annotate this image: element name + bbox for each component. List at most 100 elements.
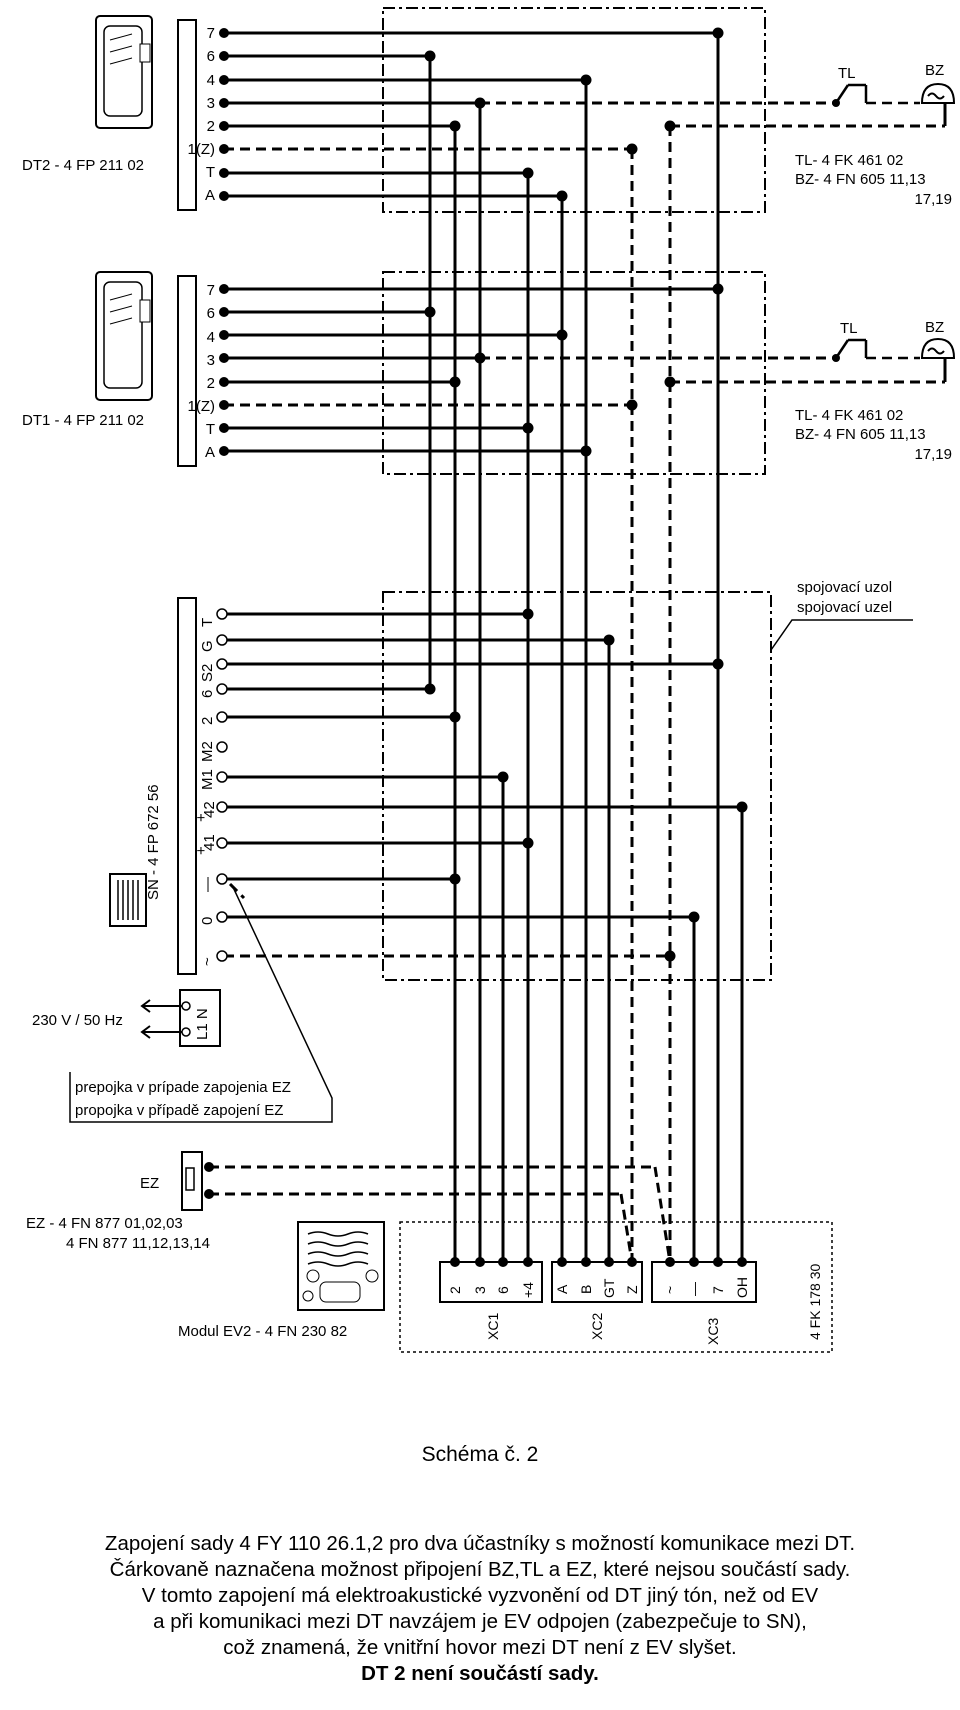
power-label: 230 V / 50 Hz <box>32 1012 123 1029</box>
xc-pin-labels: 2 3 6 +4 A B GT Z ~ — 7 OH <box>447 1277 750 1298</box>
dt1-connection-box <box>382 271 766 475</box>
power-arrows <box>140 999 186 1039</box>
xc3-label: XC3 <box>705 1318 721 1345</box>
vertical-bus-wires <box>428 33 744 1262</box>
wiring-diagram: DT2 - 4 FP 211 02 7 6 4 3 2 1(Z) T A <box>22 7 956 1353</box>
dt1-pin-t: T <box>206 421 215 438</box>
jumper-label-sk: prepojka v prípade zapojenia EZ <box>75 1079 291 1096</box>
sn-dashed-wires <box>224 882 670 958</box>
xc2-pin-gt: GT <box>601 1278 617 1298</box>
dt1-terminal-dots <box>219 283 724 457</box>
dt1-pin-labels: 7 6 4 3 2 1(Z) T A <box>188 282 216 461</box>
tl-code-mid: TL- 4 FK 461 02 <box>795 407 903 424</box>
sn-pin-2: 2 <box>199 717 216 725</box>
dt1-pin-a: A <box>205 444 215 461</box>
ez-icon <box>181 1151 203 1211</box>
bz-code-top: BZ- 4 FN 605 11,13 <box>795 171 926 188</box>
xc2-label: XC2 <box>589 1313 605 1340</box>
sn-pin-6: 6 <box>199 690 216 698</box>
ez-dashed-wires <box>209 1165 672 1263</box>
dt1-pin-7: 7 <box>207 282 215 299</box>
xc1-pin-2: 2 <box>447 1286 463 1294</box>
dt1-wires <box>224 287 718 453</box>
xc1-connector <box>439 1261 543 1303</box>
dt2-pin-6: 6 <box>207 48 215 65</box>
xc2-pin-z: Z <box>624 1285 640 1294</box>
vertical-dashed-wires <box>630 126 672 1262</box>
caption-line-1: Zapojení sady 4 FY 110 26.1,2 pro dva úč… <box>104 1532 856 1555</box>
module-ev2-box <box>399 1221 833 1353</box>
dt2-terminal-dots <box>219 27 724 202</box>
module-code-label: 4 FK 178 30 <box>807 1264 823 1340</box>
dt2-pin-7: 7 <box>207 25 215 42</box>
sn-icon <box>109 873 147 927</box>
xc2-pin-a: A <box>554 1284 570 1294</box>
xc1-label: XC1 <box>485 1313 501 1340</box>
bz-code-mid-2: 17,19 <box>914 446 952 463</box>
caption-bold-line: DT 2 není součástí sady. <box>361 1662 599 1685</box>
bz-top-label: BZ <box>925 62 944 79</box>
xc3-pin-7: 7 <box>710 1286 726 1294</box>
dt2-wires <box>224 31 718 198</box>
sn-pin-m2: M2 <box>199 741 216 762</box>
jumper-callout-border <box>69 884 333 1123</box>
dt1-pin-2: 2 <box>207 375 215 392</box>
sn-terminal-dots <box>216 608 228 962</box>
dt1-label: DT1 - 4 FP 211 02 <box>22 412 144 429</box>
dt2-pin-a: A <box>205 187 215 204</box>
dt2-dashed-wires <box>224 101 945 151</box>
dt1-pin-1z: 1(Z) <box>188 398 216 415</box>
dt2-pin-1z: 1(Z) <box>188 141 216 158</box>
sn-label: SN - 4 FP 672 56 <box>145 784 162 900</box>
sn-pin-minus: — <box>199 877 216 892</box>
xc1-pin-4: +4 <box>520 1282 536 1298</box>
dt2-connection-box <box>382 7 766 213</box>
xc1-pin-3: 3 <box>472 1286 488 1294</box>
dt2-pin-3: 3 <box>207 95 215 112</box>
bz-bell-top-icon <box>920 82 956 126</box>
bz-code-mid: BZ- 4 FN 605 11,13 <box>795 426 926 443</box>
schema-title: Schéma č. 2 <box>421 1443 539 1466</box>
caption-line-5: což znamená, že vnitřní hovor mezi DT ne… <box>223 1636 737 1659</box>
dt2-pin-2: 2 <box>207 118 215 135</box>
tl-top-label: TL <box>838 65 856 82</box>
tl-mid-label: TL <box>840 320 858 337</box>
xc-junction-dots <box>450 1257 747 1267</box>
dt2-terminal-block <box>177 19 197 211</box>
sn-wires <box>224 612 742 919</box>
dt2-pin-labels: 7 6 4 3 2 1(Z) T A <box>188 25 216 204</box>
dt2-label: DT2 - 4 FP 211 02 <box>22 157 144 174</box>
module-label: Modul EV2 - 4 FN 230 82 <box>178 1323 347 1340</box>
xc3-pin-oh: OH <box>734 1277 750 1298</box>
tl-code-top: TL- 4 FK 461 02 <box>795 152 903 169</box>
dt1-pin-4: 4 <box>207 329 215 346</box>
xc2-connector <box>551 1261 643 1303</box>
sn-pin-ac: ~ <box>199 957 216 966</box>
bz-mid-label: BZ <box>925 319 944 336</box>
dt1-dashed-wires <box>224 356 945 407</box>
sn-pin-g: G <box>199 640 216 652</box>
dt1-pin-3: 3 <box>207 352 215 369</box>
power-pins-label: L1 N <box>194 1008 211 1040</box>
caption-line-3: V tomto zapojení má elektroakustické vyz… <box>141 1584 819 1607</box>
bz-code-top-2: 17,19 <box>914 191 952 208</box>
jumper-label-cz: propojka v případě zapojení EZ <box>75 1102 283 1119</box>
sn-pin-42-num: 42 <box>201 801 218 818</box>
dt1-pin-6: 6 <box>207 305 215 322</box>
connection-node-box <box>382 591 772 981</box>
dt2-pin-t: T <box>206 164 215 181</box>
sn-pin-labels: T G S2 6 2 M2 M1 + 42 + 41 — 0 ~ <box>193 618 218 966</box>
xc3-pin-ac: ~ <box>662 1286 678 1294</box>
sn-pin-0: 0 <box>199 917 216 925</box>
caption-line-2: Čárkovaně naznačena možnost připojení BZ… <box>109 1558 851 1581</box>
dt1-handset-icon <box>95 271 153 401</box>
dt2-pin-4: 4 <box>207 72 215 89</box>
xc1-pin-6: 6 <box>495 1286 511 1294</box>
module-ev2-icon <box>297 1221 385 1311</box>
node-label-cz: spojovací uzel <box>797 599 892 616</box>
ez-code-1: EZ - 4 FN 877 01,02,03 <box>26 1215 183 1232</box>
node-label-sk: spojovací uzol <box>797 579 892 596</box>
node-label-leader <box>770 619 913 651</box>
ez-label: EZ <box>140 1175 159 1192</box>
xc3-pin-minus: — <box>686 1282 702 1296</box>
